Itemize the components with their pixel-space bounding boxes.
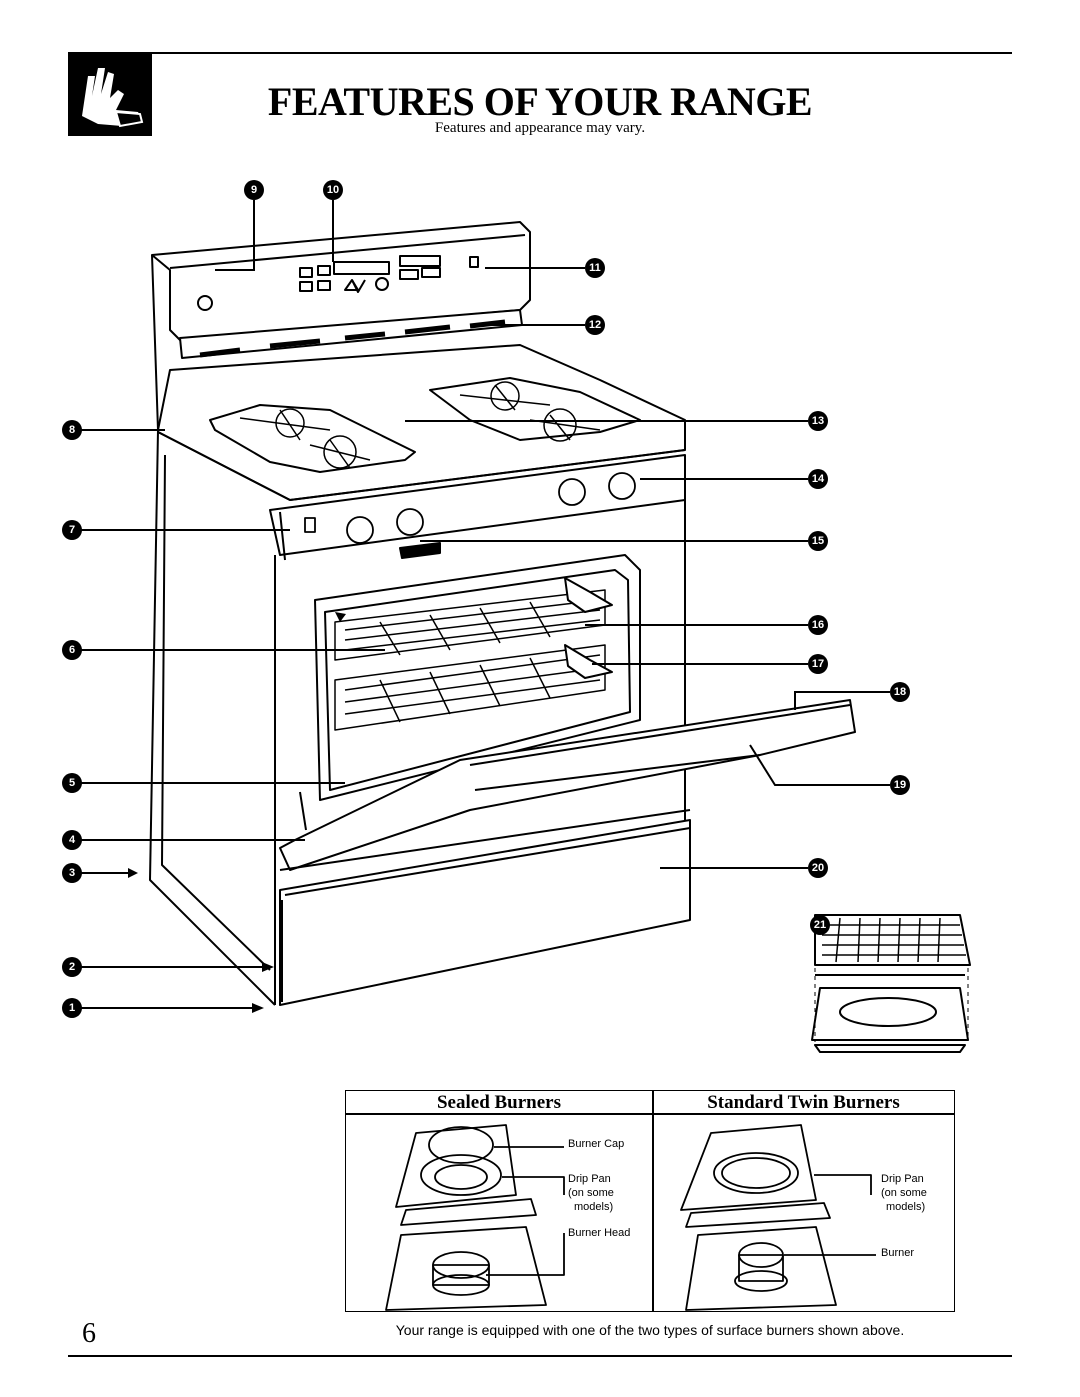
callout-13: 13 [808, 411, 828, 431]
page-number: 6 [82, 1318, 96, 1349]
callout-15: 15 [808, 531, 828, 551]
sealed-drip-pan-label: Drip Pan [568, 1173, 611, 1185]
page-subtitle: Features and appearance may vary. [434, 120, 646, 136]
twin-burner-label: Burner [881, 1247, 915, 1259]
callout-9: 9 [244, 180, 264, 200]
twin-drip-pan-label: Drip Pan [881, 1173, 924, 1185]
page-title: FEATURES OF YOUR RANGE [267, 79, 813, 124]
burner-caption: Your range is equipped with one of the t… [395, 1322, 905, 1338]
column-divider [652, 1091, 654, 1311]
callout-5: 5 [62, 773, 82, 793]
burner-comparison-table: Sealed Burners Standard Twin Burners [345, 1090, 955, 1312]
callout-6: 6 [62, 640, 82, 660]
bottom-rule [68, 1355, 1012, 1357]
header-divider [346, 1113, 954, 1115]
callout-19: 19 [890, 775, 910, 795]
callout-2: 2 [62, 957, 82, 977]
twin-drip-pan-note-2: models) [886, 1201, 926, 1213]
callout-21: 21 [810, 915, 830, 935]
sealed-burners-heading: Sealed Burners [436, 1092, 562, 1113]
callout-18: 18 [890, 682, 910, 702]
callout-11: 11 [585, 258, 605, 278]
callout-14: 14 [808, 469, 828, 489]
callout-7: 7 [62, 520, 82, 540]
callout-1: 1 [62, 998, 82, 1018]
twin-burners-heading: Standard Twin Burners [707, 1092, 900, 1113]
pointing-hand-icon [68, 54, 152, 136]
callout-17: 17 [808, 654, 828, 674]
top-rule [68, 52, 1012, 54]
sealed-drip-pan-note-2: models) [574, 1201, 614, 1213]
callout-12: 12 [585, 315, 605, 335]
burner-cap-label: Burner Cap [568, 1138, 625, 1150]
callout-3: 3 [62, 863, 82, 883]
range-diagram [80, 200, 971, 1053]
callout-16: 16 [808, 615, 828, 635]
sealed-drip-pan-note: (on some [568, 1187, 614, 1199]
twin-drip-pan-note: (on some [881, 1187, 927, 1199]
burner-head-label: Burner Head [568, 1227, 631, 1239]
callout-8: 8 [62, 420, 82, 440]
callout-10: 10 [323, 180, 343, 200]
callout-20: 20 [808, 858, 828, 878]
burner-illustrations [385, 1124, 876, 1311]
callout-4: 4 [62, 830, 82, 850]
